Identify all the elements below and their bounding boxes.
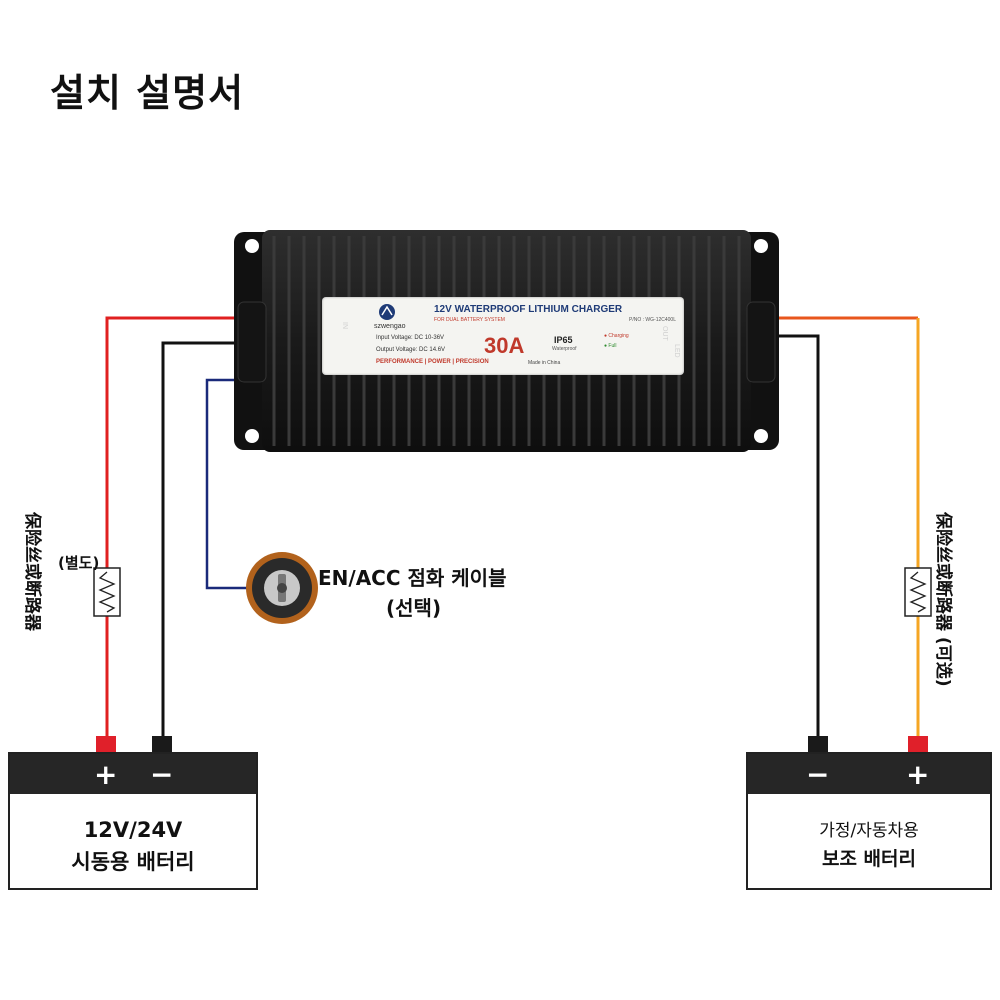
output-negative-wire bbox=[778, 334, 820, 740]
ip-rating: IP65 bbox=[554, 335, 573, 345]
right-fuse-label: 保险丝或断路器 (可选) bbox=[933, 512, 958, 686]
acc-wire bbox=[205, 378, 250, 590]
product-title: 12V WATERPROOF LITHIUM CHARGER bbox=[434, 304, 623, 315]
model-number: P/NO : WG-12C400L bbox=[629, 317, 676, 323]
start-battery: + − 12V/24V 시동용 배터리 bbox=[8, 752, 258, 890]
left-fuse-icon bbox=[93, 567, 121, 617]
right-fuse-label-text: 保险丝或断路器 bbox=[933, 512, 953, 631]
start-battery-name: 시동용 배터리 bbox=[71, 850, 195, 874]
brand-logo-icon bbox=[379, 304, 395, 320]
charging-indicator: ● Charging bbox=[604, 333, 629, 339]
aux-battery-name: 보조 배터리 bbox=[821, 848, 916, 870]
page-title: 설치 설명서 bbox=[50, 71, 245, 115]
port-in-label: IN bbox=[341, 322, 348, 329]
aux-battery-type: 가정/자동차용 bbox=[819, 821, 919, 841]
right-fuse-icon bbox=[904, 567, 932, 617]
input-negative-wire bbox=[161, 341, 238, 740]
waterproof-text: Waterproof bbox=[552, 346, 577, 352]
start-battery-negative-terminal bbox=[152, 736, 172, 752]
made-in: Made in China bbox=[528, 360, 561, 366]
charger-label-plate: 12V WATERPROOF LITHIUM CHARGER FOR DUAL … bbox=[322, 297, 684, 375]
start-battery-plus-symbol: + bbox=[94, 758, 118, 791]
aux-battery-top bbox=[748, 754, 990, 794]
left-fuse-note: (별도) bbox=[58, 554, 100, 572]
aux-battery-positive-terminal bbox=[908, 736, 928, 752]
start-battery-top bbox=[10, 754, 256, 794]
output-voltage: Output Voltage: DC 14.6V bbox=[376, 347, 446, 353]
aux-battery-negative-terminal bbox=[808, 736, 828, 752]
start-battery-positive-terminal bbox=[96, 736, 116, 752]
acc-cable-optional: (선택) bbox=[386, 596, 442, 620]
input-positive-wire bbox=[105, 316, 238, 740]
ignition-switch-icon bbox=[246, 552, 318, 624]
left-fuse-label-text: 保险丝或断路器 bbox=[22, 512, 42, 631]
start-battery-voltage: 12V/24V bbox=[83, 818, 183, 842]
brand-name: szwengao bbox=[374, 323, 406, 330]
aux-battery-minus-symbol: − bbox=[806, 758, 830, 791]
port-led-label: LED bbox=[673, 344, 680, 358]
port-out-label: OUT bbox=[661, 326, 668, 341]
start-battery-minus-symbol: − bbox=[150, 758, 174, 791]
input-voltage: Input Voltage: DC 10-36V bbox=[376, 335, 445, 341]
tagline: PERFORMANCE | POWER | PRECISION bbox=[376, 359, 489, 365]
aux-battery-plus-symbol: + bbox=[906, 758, 930, 791]
full-indicator: ● Full bbox=[604, 343, 617, 349]
left-fuse-label: 保险丝或断路器 bbox=[22, 512, 47, 631]
acc-cable-label: EN/ACC 점화 케이블 bbox=[318, 566, 507, 590]
product-subtitle: FOR DUAL BATTERY SYSTEM bbox=[434, 317, 505, 323]
current-rating: 30A bbox=[484, 333, 525, 358]
aux-battery: − + 가정/자동차용 보조 배터리 bbox=[746, 752, 992, 890]
right-fuse-note: (可选) bbox=[933, 636, 953, 687]
